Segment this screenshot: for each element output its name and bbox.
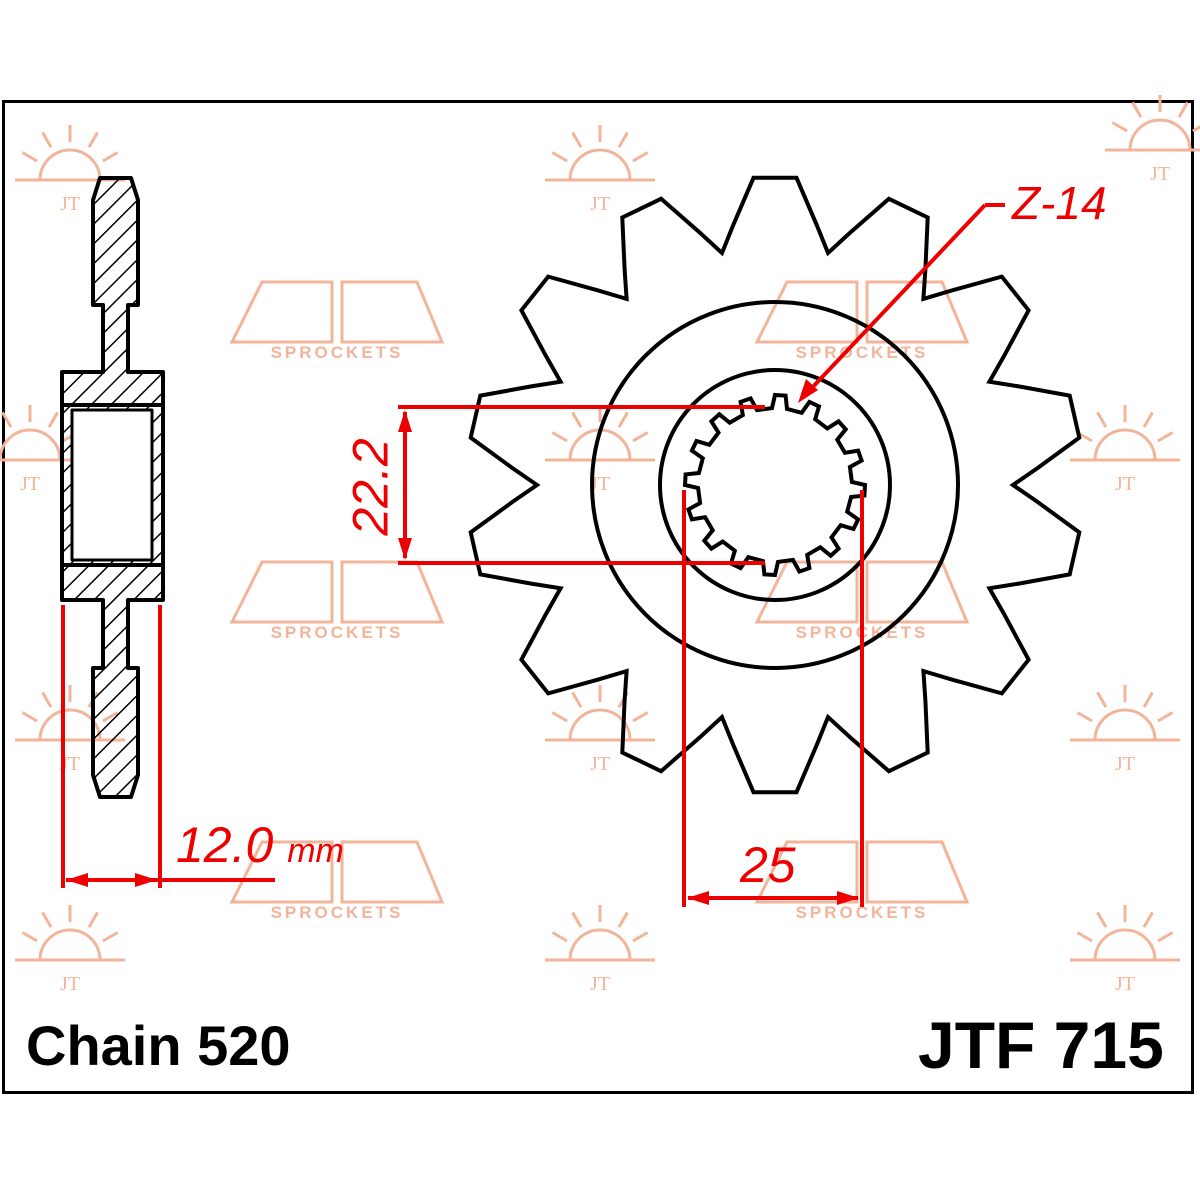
svg-text:JT: JT <box>60 973 80 995</box>
drawing-frame <box>2 100 1194 1094</box>
side-profile <box>60 176 165 799</box>
svg-text:JT: JT <box>1150 163 1170 185</box>
svg-text:JT: JT <box>590 973 610 995</box>
chain-label: Chain 520 <box>26 1014 291 1077</box>
svg-text:JT: JT <box>590 193 610 215</box>
sprocket-front <box>468 175 1082 795</box>
part-number: JTF 715 <box>918 1008 1164 1082</box>
watermark-jt-sprockets-logo: SPROCKETS <box>754 840 970 922</box>
thickness-unit: mm <box>287 832 344 870</box>
svg-text:JT: JT <box>60 193 80 215</box>
svg-text:SPROCKETS: SPROCKETS <box>271 903 404 922</box>
svg-text:JT: JT <box>1115 473 1135 495</box>
dimension-lines <box>61 203 1005 907</box>
svg-text:JT: JT <box>20 473 40 495</box>
spline-diameter-label: 22.2 <box>342 438 399 536</box>
watermark-sun-logo: JT <box>545 905 655 995</box>
watermark-sun-logo: JT <box>545 405 655 495</box>
svg-text:SPROCKETS: SPROCKETS <box>796 903 929 922</box>
spline-span-label: 25 <box>740 837 796 893</box>
watermark-sun-logo: JT <box>545 685 655 775</box>
svg-text:SPROCKETS: SPROCKETS <box>271 343 404 362</box>
svg-text:SPROCKETS: SPROCKETS <box>271 623 404 642</box>
thickness-label: 12.0 mm <box>176 820 344 870</box>
thickness-value: 12.0 <box>176 817 274 873</box>
watermark-sun-logo: JT <box>15 905 125 995</box>
hub-circle <box>590 300 960 670</box>
svg-text:JT: JT <box>1115 973 1135 995</box>
svg-text:JT: JT <box>590 753 610 775</box>
watermark-sun-logo: JT <box>1070 405 1180 495</box>
watermark-jt-sprockets-logo: SPROCKETS <box>229 280 445 362</box>
watermark-jt-sprockets-logo: SPROCKETS <box>229 560 445 642</box>
teeth-count-label: Z-14 <box>1012 177 1107 229</box>
svg-text:JT: JT <box>590 473 610 495</box>
profile-bore <box>70 408 154 562</box>
bore-circle <box>658 368 892 602</box>
watermark-sun-logo: JT <box>1070 905 1180 995</box>
spline-outline <box>682 392 868 578</box>
sprocket-teeth-outline <box>468 175 1082 795</box>
watermark-sun-logo: JT <box>1105 95 1200 185</box>
watermark-sun-logo: JT <box>545 125 655 215</box>
svg-text:JT: JT <box>1115 753 1135 775</box>
watermark-sun-logo: JT <box>1070 685 1180 775</box>
svg-text:SPROCKETS: SPROCKETS <box>796 343 929 362</box>
profile-bottom-tooth <box>60 563 165 799</box>
